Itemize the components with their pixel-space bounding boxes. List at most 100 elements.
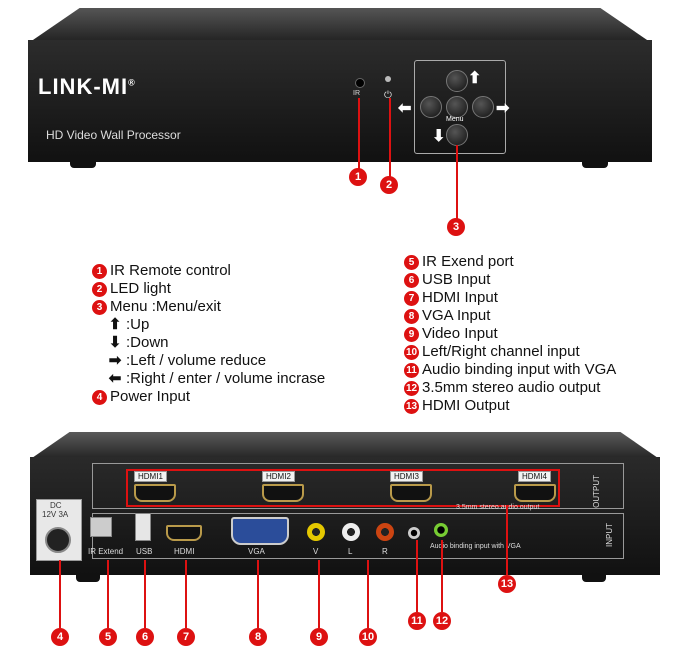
- stereo-output-jack[interactable]: [434, 523, 448, 537]
- vga-label: VGA: [248, 547, 265, 556]
- right-arrow-icon: ➡: [496, 100, 510, 117]
- callout-line-5: [107, 560, 109, 628]
- audio-right-rca-port[interactable]: [376, 523, 394, 541]
- vga-audio-jack[interactable]: [408, 527, 420, 539]
- vga-port[interactable]: [231, 517, 289, 545]
- left-arrow-icon: ⬅: [108, 370, 122, 387]
- audio-left-label: L: [348, 547, 353, 556]
- callout-line-6: [144, 560, 146, 628]
- callout-line-8: [257, 560, 259, 628]
- menu-key-left: ⬅:Right / enter / volume incrase: [104, 370, 326, 388]
- power-icon: ⏻: [384, 90, 392, 101]
- hdmi3-output-port[interactable]: [390, 484, 432, 502]
- dc-rating-label: 12V 3A: [42, 510, 69, 519]
- left-arrow-icon: ⬅: [398, 100, 412, 117]
- device-subtitle: HD Video Wall Processor: [46, 128, 181, 142]
- callout-11: 11: [408, 612, 426, 630]
- output-section: [92, 463, 624, 509]
- usb-port[interactable]: [135, 513, 151, 541]
- front-foot-right: [582, 160, 608, 168]
- menu-label: Menu: [446, 116, 464, 123]
- callout-7: 7: [177, 628, 195, 646]
- callout-line-3: [456, 145, 458, 220]
- rear-foot-left: [76, 574, 100, 582]
- callout-line-4: [59, 560, 61, 628]
- audio-left-rca-port[interactable]: [342, 523, 360, 541]
- hdmi2-tag: HDMI2: [262, 471, 295, 482]
- hdmi2-output-port[interactable]: [262, 484, 304, 502]
- callout-line-11: [416, 540, 418, 612]
- down-arrow-icon: ⬇: [432, 128, 446, 145]
- dc-label: DC: [50, 501, 62, 510]
- right-arrow-icon: ➡: [108, 352, 122, 369]
- hdmi-output-group: [126, 469, 560, 507]
- callout-10: 10: [359, 628, 377, 646]
- hdmi1-tag: HDMI1: [134, 471, 167, 482]
- callout-12: 12: [433, 612, 451, 630]
- callout-13: 13: [498, 575, 516, 593]
- up-arrow-icon: ⬆: [108, 316, 122, 333]
- menu-button[interactable]: [446, 96, 468, 118]
- hdmi-input-port[interactable]: [166, 525, 202, 541]
- callout-2: 2: [380, 176, 398, 194]
- down-arrow-icon: ⬇: [108, 334, 122, 351]
- callout-9: 9: [310, 628, 328, 646]
- up-arrow-icon: ⬆: [468, 70, 482, 87]
- left-button[interactable]: [420, 96, 442, 118]
- callout-line-7: [185, 560, 187, 628]
- front-foot-left: [70, 160, 96, 168]
- callout-line-12: [441, 540, 443, 612]
- callout-line-10: [367, 560, 369, 628]
- rear-foot-right: [582, 574, 606, 582]
- callout-8: 8: [249, 628, 267, 646]
- rear-device-top: [32, 432, 658, 458]
- right-button[interactable]: [472, 96, 494, 118]
- front-panel: LINK-MI® HD Video Wall Processor IR ⏻ Me…: [28, 40, 652, 162]
- trademark-mark: ®: [128, 77, 136, 88]
- brand-logo: LINK-MI: [38, 74, 129, 99]
- vga-audio-label: Audio binding input with VGA: [430, 543, 521, 550]
- callout-6: 6: [136, 628, 154, 646]
- callout-1: 1: [349, 168, 367, 186]
- output-side-label: OUTPUT: [592, 475, 601, 508]
- ir-extend-label: IR Extend: [88, 547, 124, 556]
- rear-panel: DC 12V 3A OUTPUT INPUT HDMI1 HDMI2 HDMI3…: [30, 457, 660, 575]
- hdmi3-tag: HDMI3: [390, 471, 423, 482]
- callout-line-9: [318, 560, 320, 628]
- stereo-output-label: 3.5mm stereo audio output: [456, 504, 540, 511]
- menu-key-up: ⬆:Up: [104, 316, 150, 334]
- down-button[interactable]: [446, 124, 468, 146]
- ir-sensor: [355, 78, 365, 88]
- audio-right-label: R: [382, 547, 388, 556]
- video-label: V: [313, 547, 319, 556]
- callout-line-2: [389, 98, 391, 178]
- callout-4: 4: [51, 628, 69, 646]
- hdmi4-output-port[interactable]: [514, 484, 556, 502]
- up-button[interactable]: [446, 70, 468, 92]
- led-light: [385, 76, 391, 82]
- hdmi1-output-port[interactable]: [134, 484, 176, 502]
- video-rca-port[interactable]: [307, 523, 325, 541]
- callout-5: 5: [99, 628, 117, 646]
- front-device-top: [30, 8, 650, 42]
- dc-jack: [45, 527, 71, 553]
- callout-3: 3: [447, 218, 465, 236]
- hdmi-input-label: HDMI: [174, 547, 195, 556]
- menu-button-panel: [414, 60, 506, 154]
- callout-line-1: [358, 98, 360, 170]
- usb-label: USB: [136, 547, 153, 556]
- menu-key-right: ➡:Left / volume reduce: [104, 352, 266, 370]
- ir-extend-port[interactable]: [90, 517, 112, 537]
